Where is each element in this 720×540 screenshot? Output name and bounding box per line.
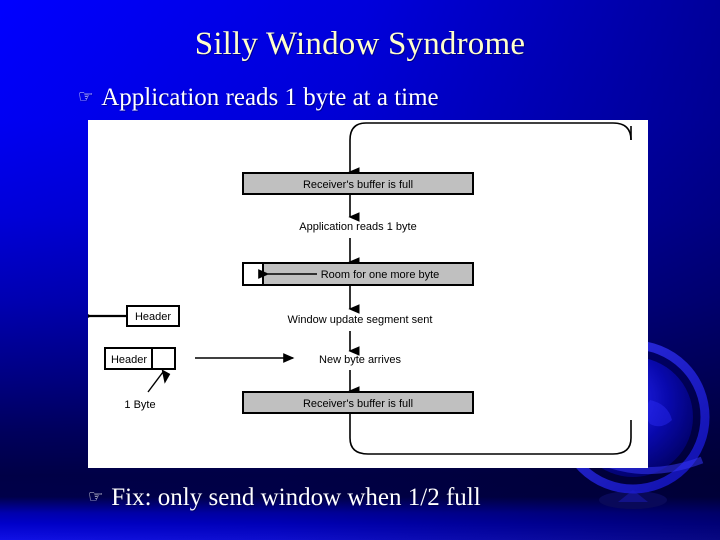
page-title: Silly Window Syndrome <box>194 26 526 62</box>
feedback-loop-top <box>348 122 632 177</box>
segment-header-2-label: Header <box>111 354 147 366</box>
box-free-byte-cell <box>242 262 264 286</box>
box-receivers-buffer-full-bottom <box>242 391 474 414</box>
box-receivers-buffer-full-top <box>242 172 474 195</box>
pointer-one-byte <box>147 369 171 393</box>
label-window-update-segment-sent: Window update segment sent <box>288 314 433 326</box>
box-label-buffer-full-top: Receiver's buffer is full <box>303 179 413 191</box>
pointing-hand-bullet-icon: ☞ <box>88 487 104 507</box>
box-label-room-one-more-byte: Room for one more byte <box>321 269 440 281</box>
diagram-svg: Receiver's buffer is full Application re… <box>88 122 632 455</box>
pointing-hand-bullet-icon: ☞ <box>78 87 94 107</box>
bullet-item-fix: ☞ Fix: only send window when 1/2 full <box>88 482 481 513</box>
segment-header-1-label: Header <box>135 311 171 323</box>
annotation-one-byte: 1 Byte <box>124 399 155 411</box>
label-new-byte-arrives: New byte arrives <box>319 354 401 366</box>
bullet-text: Application reads 1 byte at a time <box>101 84 439 111</box>
feedback-loop-bottom <box>349 413 632 455</box>
label-application-reads: Application reads 1 byte <box>299 221 416 233</box>
segment-one-byte-cell <box>151 347 176 370</box>
bullet-text: Fix: only send window when 1/2 full <box>111 484 481 511</box>
bullet-item-application-reads: ☞ Application reads 1 byte at a time <box>78 82 439 113</box>
silly-window-syndrome-diagram: Receiver's buffer is full Application re… <box>88 120 648 468</box>
box-label-buffer-full-bottom: Receiver's buffer is full <box>303 398 413 410</box>
